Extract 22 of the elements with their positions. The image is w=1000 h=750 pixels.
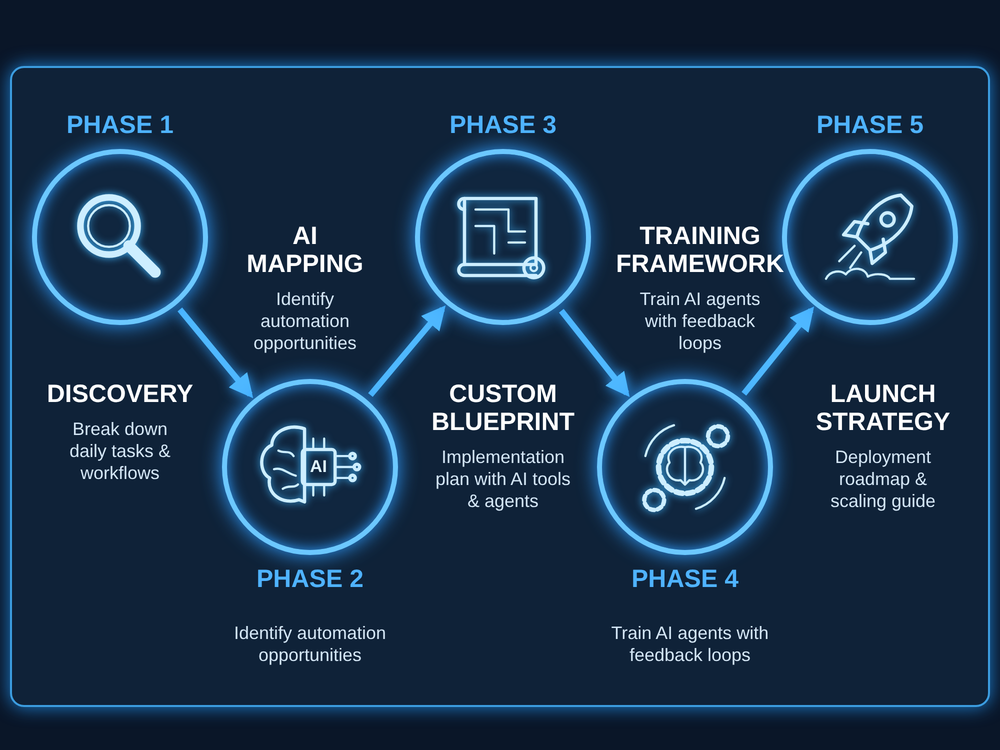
phase-title: DISCOVERY: [46, 380, 194, 408]
phase-description: Implementation plan with AI tools & agents: [434, 446, 572, 512]
phase-heading: PHASE 3: [450, 110, 556, 141]
step-description: Train AI agents with feedback loops: [638, 288, 762, 354]
step-title: AI MAPPING: [246, 222, 364, 278]
phase-title: LAUNCH STRATEGY: [814, 380, 952, 436]
arrow: [558, 308, 630, 398]
arrow: [742, 306, 814, 396]
phase-heading: PHASE 5: [816, 110, 924, 141]
arrow: [368, 305, 446, 397]
phase-heading: PHASE 2: [256, 564, 364, 595]
phase-description: Identify automation opportunities: [232, 622, 388, 666]
phase-description: Deployment roadmap & scaling guide: [829, 446, 937, 512]
phase-description: Break down daily tasks & workflows: [68, 418, 172, 484]
arrow: [178, 308, 254, 398]
phase-heading: PHASE 4: [632, 564, 738, 595]
step-description: Identify automation opportunities: [252, 288, 358, 354]
step-title: TRAINING FRAMEWORK: [614, 222, 786, 278]
phase-heading: PHASE 1: [66, 110, 174, 141]
chip-label: AI: [309, 456, 328, 478]
phase-title: CUSTOM BLUEPRINT: [430, 380, 576, 436]
phase-description: Train AI agents with feedback loops: [610, 622, 770, 666]
